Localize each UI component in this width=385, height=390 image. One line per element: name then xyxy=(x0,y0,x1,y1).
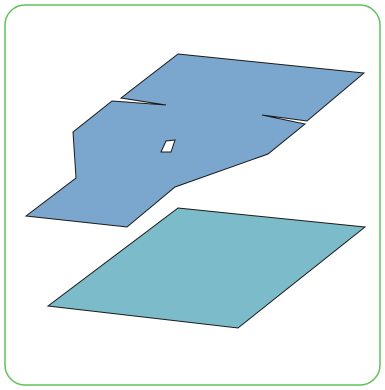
diagram-canvas xyxy=(0,0,385,390)
